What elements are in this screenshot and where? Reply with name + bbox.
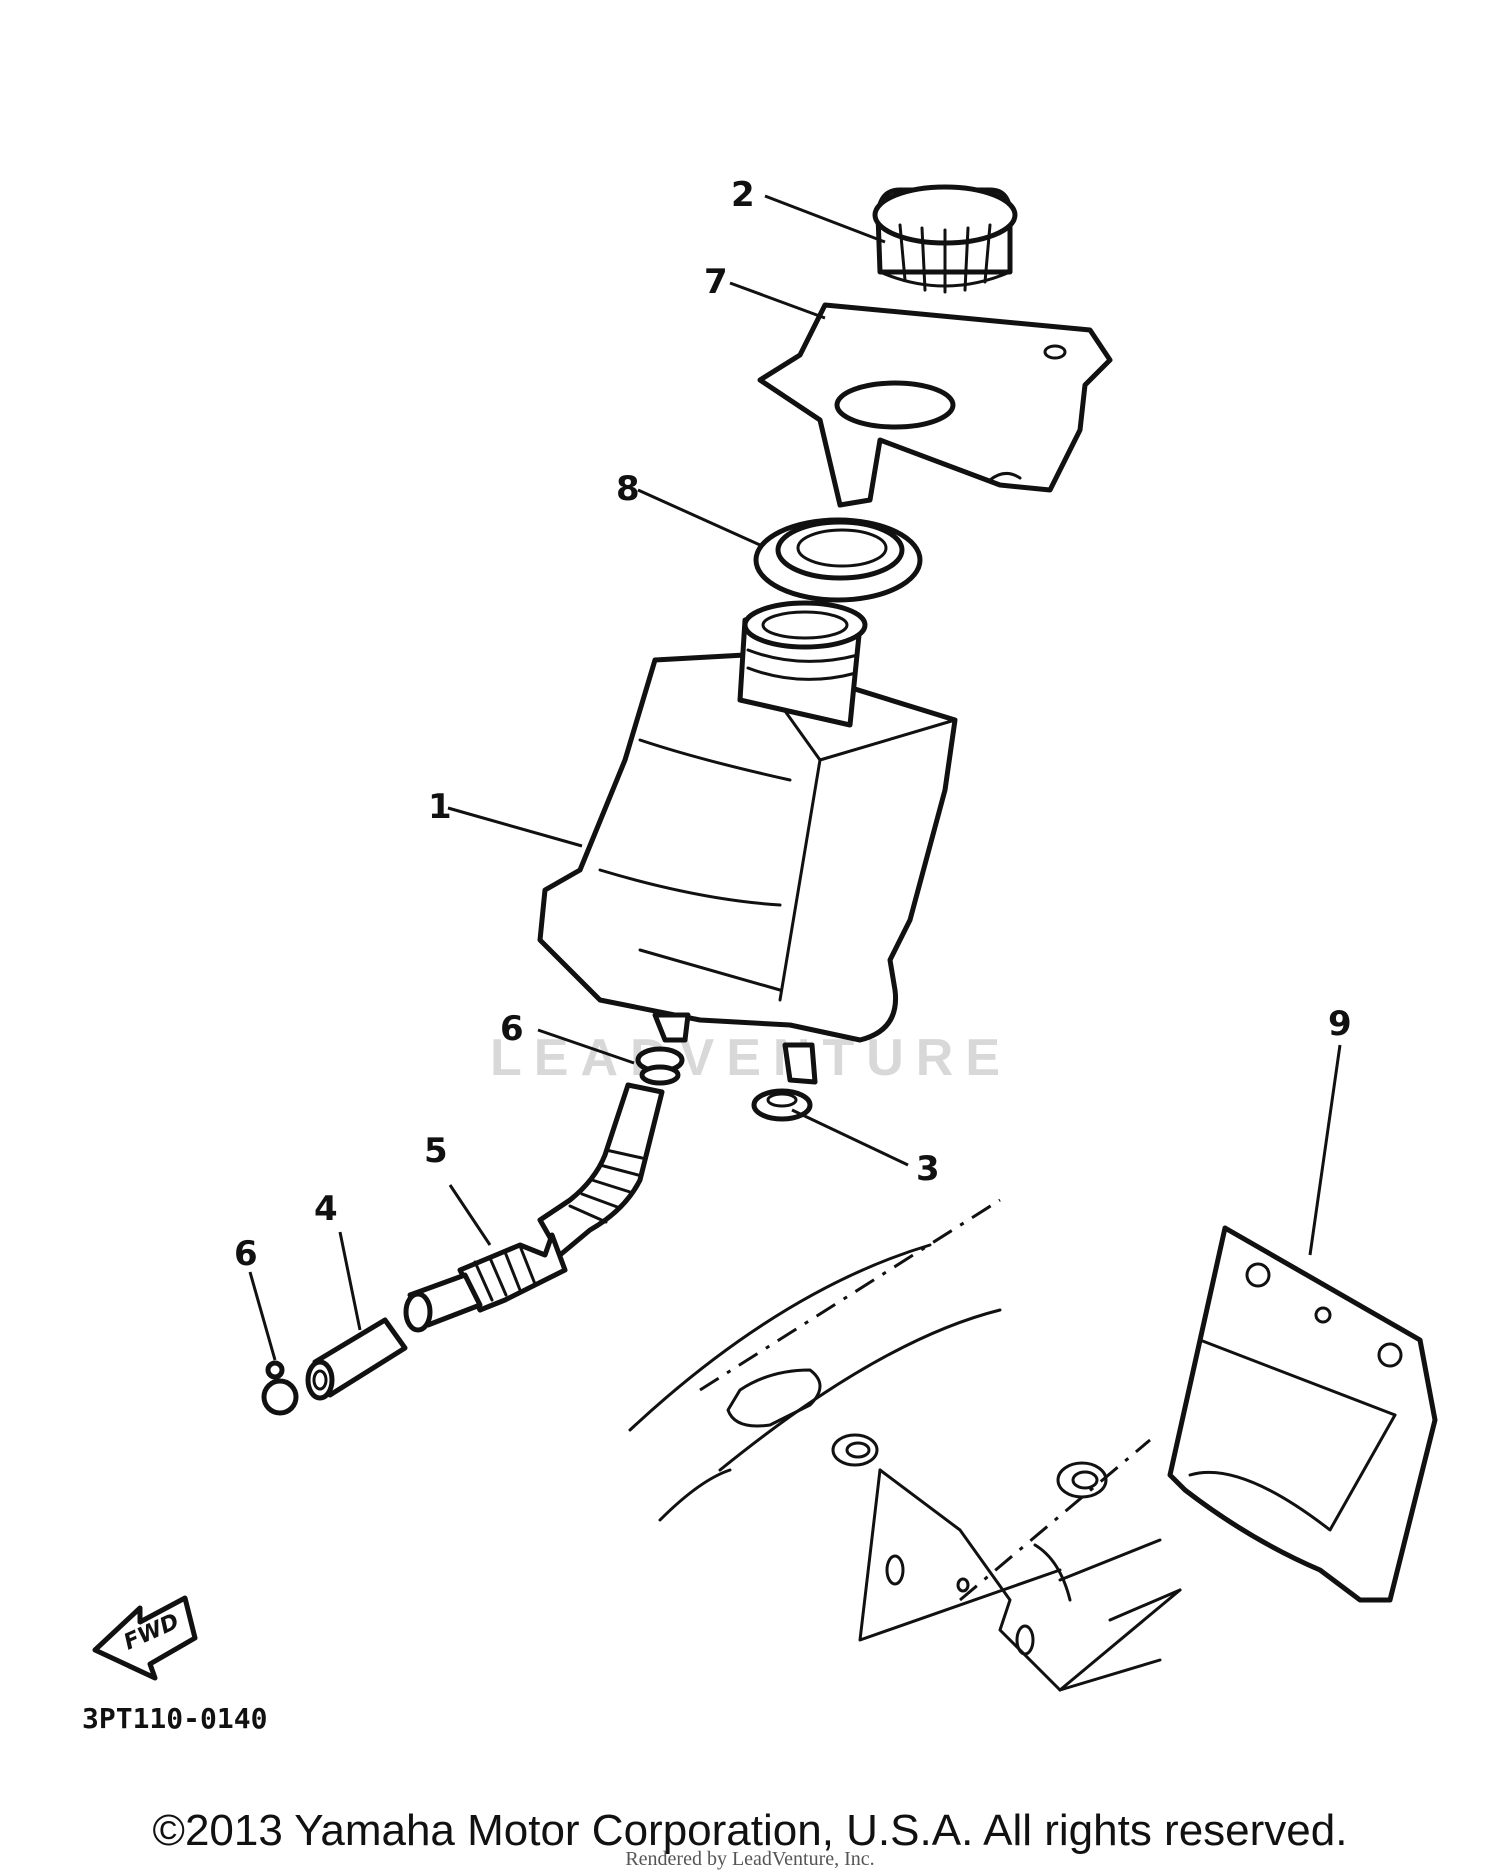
frame-chassis: [628, 1198, 1182, 1692]
callout-8: 8: [616, 469, 640, 509]
short-hose-part-4[interactable]: [305, 1317, 408, 1401]
forward-direction-arrow-icon: FWD: [92, 1595, 198, 1681]
hose-clamp-part-6-lower[interactable]: [261, 1360, 299, 1416]
callout-2: 2: [731, 175, 755, 215]
hose-clamp-part-6-upper[interactable]: [635, 1046, 685, 1086]
callout-9: 9: [1328, 1004, 1352, 1044]
bracket-part-7[interactable]: [757, 302, 1113, 508]
callout-3: 3: [916, 1149, 940, 1189]
grommet-part-8[interactable]: [753, 517, 923, 603]
leader-lines: [248, 194, 1342, 1361]
diagram-reference-code: 3PT110-0140: [82, 1702, 267, 1735]
reservoir-tank-part-1[interactable]: [537, 600, 958, 1085]
corrugated-hose-part-5[interactable]: [403, 1082, 665, 1333]
callout-7: 7: [704, 262, 728, 302]
callout-5: 5: [424, 1131, 448, 1171]
callout-6-lower: 6: [234, 1234, 258, 1274]
callout-6-upper: 6: [500, 1009, 524, 1049]
rendered-by-credit: Rendered by LeadVenture, Inc.: [625, 1848, 875, 1870]
callout-1: 1: [428, 787, 452, 827]
bracket-part-9[interactable]: [1167, 1225, 1438, 1603]
copyright-notice: ©2013 Yamaha Motor Corporation, U.S.A. A…: [152, 1806, 1348, 1855]
filler-cap-part-2[interactable]: [872, 184, 1018, 294]
callout-4: 4: [314, 1189, 338, 1229]
watermark-text: LEADVENTURE: [490, 1029, 1012, 1087]
